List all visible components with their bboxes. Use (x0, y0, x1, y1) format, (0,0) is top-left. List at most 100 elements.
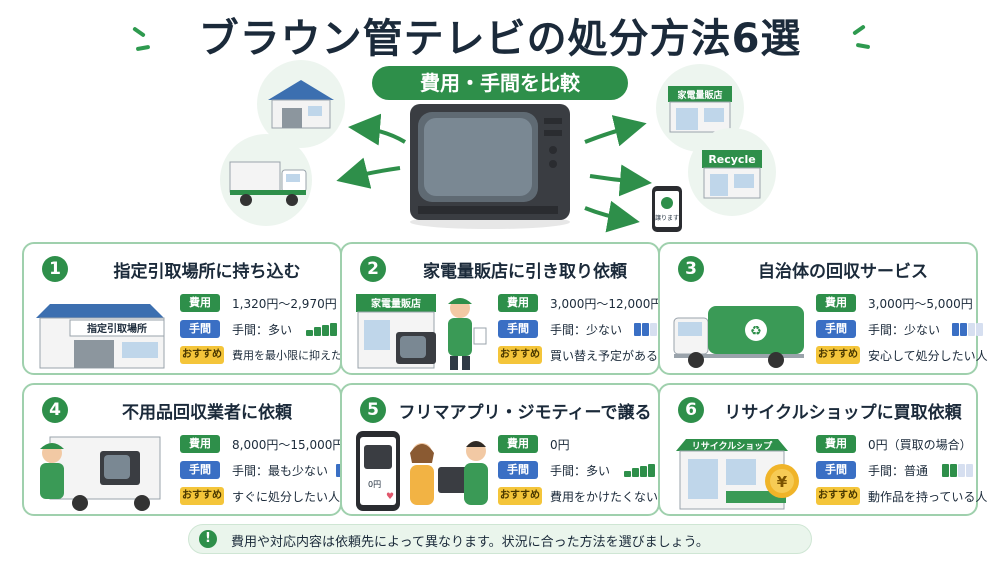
effort-level-bars (942, 464, 974, 477)
effort-bar-segment (950, 464, 957, 477)
recommend-value: 安心して処分したい人 (868, 349, 988, 363)
recommend-badge: おすすめ (816, 487, 860, 505)
effort-bar-segment (330, 323, 337, 336)
hero-illustration: 家電量販店 Recycle 譲ります (220, 60, 776, 233)
recycle-shop-illustration: リサイクルショップ ¥ (676, 439, 799, 510)
cost-badge: 費用 (498, 435, 538, 453)
effort-level-bars (306, 323, 338, 336)
effort-bar-segment (624, 471, 631, 477)
method-card-5: 5 フリマアプリ・ジモティーで譲る 0円 ♥ 費用 0円 手間 手間：多い おす… (340, 383, 670, 516)
recommend-value: すぐに処分したい人 (232, 490, 341, 504)
cost-value: 3,000円〜12,000円 (550, 297, 663, 311)
footer-note-text: 費用や対応内容は依頼先によって異なります。状況に合った方法を選びましょう。 (231, 535, 709, 550)
recommend-row: おすすめ 安心して処分したい人 (816, 346, 988, 366)
svg-text:¥: ¥ (777, 473, 788, 491)
effort-bar-segment (634, 323, 641, 336)
effort-bar-segment (960, 323, 967, 336)
effort-bar-segment (968, 323, 975, 336)
recycle-shop-icon: Recycle (688, 128, 776, 216)
effort-bar-segment (952, 323, 959, 336)
effort-badge: 手間 (180, 320, 220, 338)
cost-badge: 費用 (816, 294, 856, 312)
effort-row: 手間 手間：少ない (498, 320, 665, 340)
effort-badge: 手間 (498, 320, 538, 338)
effort-row: 手間 手間：多い (180, 320, 340, 340)
method-number: 6 (678, 397, 704, 423)
effort-bar-segment (336, 464, 343, 477)
cost-badge: 費用 (180, 294, 220, 312)
effort-value: 手間：多い (232, 323, 293, 337)
pickup-site-illustration: 指定引取場所 (36, 304, 165, 369)
subtitle-banner: 費用・手間を比較 (372, 66, 628, 100)
method-title: リサイクルショップに買取依頼 (724, 403, 962, 423)
phone-icon: 譲ります (652, 186, 682, 232)
effort-value: 手間：最も少ない (232, 464, 329, 478)
store-sign-text: 家電量販店 (677, 89, 722, 101)
effort-badge: 手間 (816, 461, 856, 479)
recommend-badge: おすすめ (498, 346, 542, 364)
effort-bar-segment (306, 330, 313, 336)
recommend-row: おすすめ 費用を最小限に抑えたい人 (180, 346, 364, 366)
effort-level-bars (952, 323, 984, 336)
recommend-value: 動作品を持っている人 (868, 490, 988, 504)
effort-bar-segment (632, 468, 639, 477)
effort-row: 手間 手間：最も少ない (180, 461, 367, 481)
cost-value: 0円（買取の場合） (868, 438, 972, 452)
page-title: ブラウン管テレビの処分方法6選 (198, 16, 802, 62)
method-number: 5 (360, 397, 386, 423)
method-title: 不用品回収業者に依頼 (122, 403, 292, 423)
cost-value: 8,000円〜15,000円 (232, 438, 345, 452)
effort-bar-segment (976, 323, 983, 336)
effort-bar-segment (648, 464, 655, 477)
flea-market-illustration: 0円 ♥ (356, 431, 488, 511)
method-card-2: 2 家電量販店に引き取り依頼 家電量販店 費用 3,000円〜12,000円 手… (340, 242, 670, 375)
effort-bar-segment (640, 466, 647, 477)
recommend-badge: おすすめ (180, 487, 224, 505)
warehouse-icon (257, 60, 345, 148)
method-number: 2 (360, 256, 386, 282)
recommend-row: おすすめ すぐに処分したい人 (180, 487, 340, 507)
recommend-value: 費用をかけたくない人 (550, 490, 671, 504)
effort-bar-segment (314, 327, 321, 336)
recommend-badge: おすすめ (498, 487, 542, 505)
method-title: フリマアプリ・ジモティーで譲る (398, 403, 652, 423)
effort-bar-segment (958, 464, 965, 477)
svg-text:♥: ♥ (386, 492, 394, 502)
effort-bar-segment (642, 323, 649, 336)
method-title: 指定引取場所に持ち込む (113, 262, 301, 282)
cost-badge: 費用 (180, 435, 220, 453)
cost-row: 費用 1,320円〜2,970円 (180, 294, 340, 314)
effort-bar-segment (966, 464, 973, 477)
pickup-site-sign: 指定引取場所 (87, 322, 147, 335)
method-number: 4 (42, 397, 68, 423)
recommend-badge: おすすめ (816, 346, 860, 364)
method-title: 自治体の回収サービス (758, 262, 928, 282)
effort-bar-segment (650, 323, 657, 336)
effort-value: 手間：少ない (550, 323, 623, 337)
recommend-row: おすすめ 動作品を持っている人 (816, 487, 987, 507)
effort-level-bars (624, 464, 656, 477)
listing-price: 0円 (368, 480, 381, 489)
effort-bar-segment (322, 325, 329, 336)
method-card-4: 4 不用品回収業者に依頼 費用 8,000円〜15,000円 手間 手間：最も少… (22, 383, 367, 516)
store-pickup-illustration: 家電量販店 (356, 294, 487, 370)
truck-icon (220, 134, 312, 226)
cost-value: 0円 (550, 438, 570, 452)
method-card-3: 3 自治体の回収サービス ♻ 費用 3,000円〜5,000円 手間 手間：少な… (658, 242, 988, 375)
method-number: 1 (42, 256, 68, 282)
recommend-value: 費用を最小限に抑えたい人 (232, 349, 364, 362)
method-title: 家電量販店に引き取り依頼 (423, 262, 627, 282)
effort-bar-segment (942, 464, 949, 477)
info-icon: ! (199, 530, 217, 548)
cost-row: 費用 0円（買取の場合） (816, 435, 976, 455)
garbage-truck-illustration: ♻ (673, 306, 804, 368)
effort-row: 手間 手間：普通 (816, 461, 976, 481)
cost-row: 費用 0円 (498, 435, 658, 455)
effort-value: 手間：多い (550, 464, 611, 478)
recommend-badge: おすすめ (180, 346, 224, 364)
effort-badge: 手間 (816, 320, 856, 338)
svg-text:♻: ♻ (750, 324, 762, 339)
recycle-sign-text: Recycle (708, 153, 755, 166)
collection-truck-illustration (40, 436, 161, 511)
effort-value: 手間：普通 (868, 464, 929, 478)
